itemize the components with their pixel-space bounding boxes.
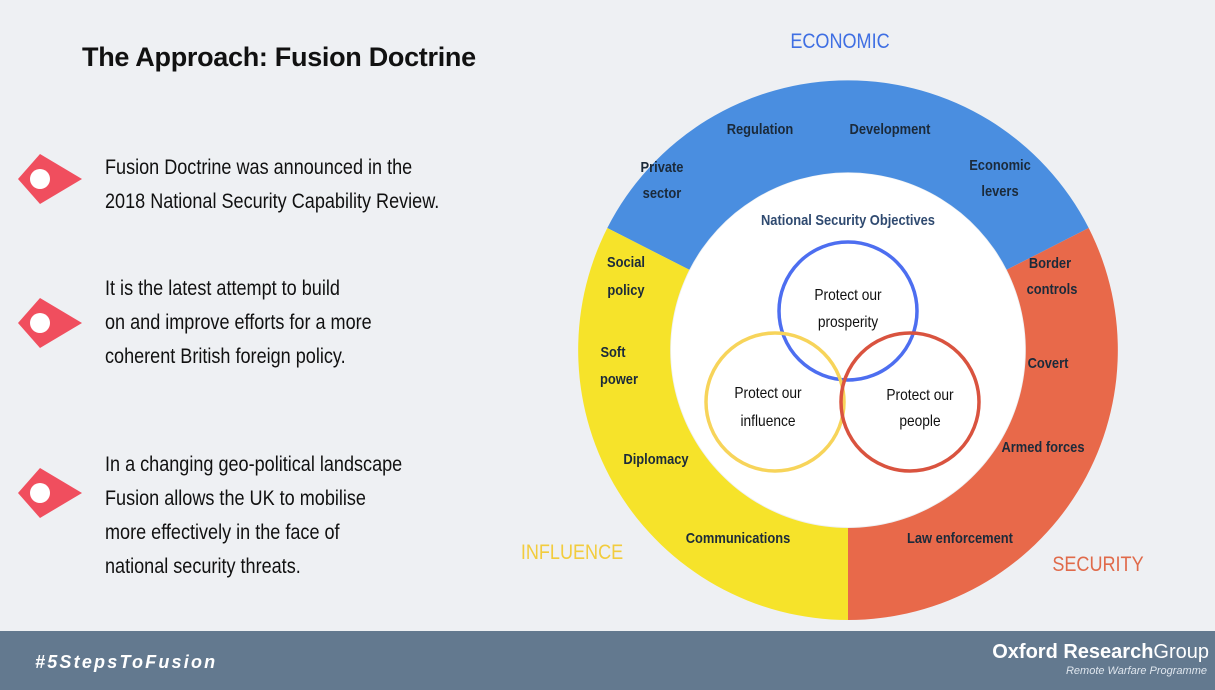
objective-label: prosperity bbox=[818, 313, 879, 331]
fusion-doctrine-diagram: ECONOMIC INFLUENCE SECURITY Private sect… bbox=[521, 30, 1144, 620]
ring-item-label: Covert bbox=[1028, 354, 1069, 371]
objective-circle-influence bbox=[704, 331, 846, 473]
ring-item-label: policy bbox=[607, 281, 644, 298]
objective-label: Protect our bbox=[734, 384, 801, 402]
footer-bar: #5StepsToFusion Oxford ResearchGroup Rem… bbox=[0, 631, 1215, 690]
ring-item-label: sector bbox=[643, 184, 682, 201]
center-title: National Security Objectives bbox=[761, 211, 935, 228]
sector-label-economic: ECONOMIC bbox=[790, 30, 889, 54]
ring-item-label: Armed forces bbox=[1001, 438, 1084, 455]
influence-sector bbox=[578, 228, 848, 620]
bullet-text-line: national security threats. bbox=[105, 555, 301, 578]
ring-item-label: levers bbox=[981, 182, 1018, 199]
objective-circle-prosperity bbox=[777, 240, 919, 382]
org-logo: Oxford ResearchGroup bbox=[992, 641, 1209, 664]
ring-item-label: Border bbox=[1029, 254, 1072, 271]
sector-label-security: SECURITY bbox=[1052, 553, 1143, 577]
bullet-text-line: coherent British foreign policy. bbox=[105, 345, 346, 368]
slide-title: The Approach: Fusion Doctrine bbox=[82, 42, 476, 72]
bullet-text-line: Fusion allows the UK to mobilise bbox=[105, 487, 366, 510]
ring-item-label: power bbox=[600, 370, 638, 387]
bullet-text-line: on and improve efforts for a more bbox=[105, 311, 372, 334]
ring-item-label: Development bbox=[850, 120, 931, 137]
objective-label: influence bbox=[740, 412, 795, 430]
ring-item-label: controls bbox=[1027, 280, 1078, 297]
bullet-point: It is the latest attempt to build on and… bbox=[105, 272, 372, 374]
bullet-point: Fusion Doctrine was announced in the 201… bbox=[105, 151, 439, 219]
org-name-bold: Oxford Research bbox=[992, 641, 1154, 663]
hashtag: #5StepsToFusion bbox=[35, 652, 218, 672]
sector-label-influence: INFLUENCE bbox=[521, 541, 623, 565]
bullet-marker-icon bbox=[18, 154, 82, 204]
objective-label: Protect our bbox=[886, 386, 953, 404]
ring-item-label: Law enforcement bbox=[907, 529, 1013, 546]
ring-item-label: Soft bbox=[600, 343, 625, 360]
ring-item-label: Social bbox=[607, 253, 645, 270]
bullet-text-line: Fusion Doctrine was announced in the bbox=[105, 156, 413, 179]
objective-circle-people bbox=[839, 331, 981, 473]
org-name-regular: Group bbox=[1153, 641, 1209, 663]
bullet-point: In a changing geo-political landscape Fu… bbox=[105, 448, 402, 584]
ring-item-label: Regulation bbox=[727, 120, 794, 137]
ring-item-label: Economic bbox=[969, 156, 1031, 173]
inner-circle bbox=[671, 173, 1025, 527]
bullet-text-line: In a changing geo-political landscape bbox=[105, 453, 403, 476]
bullet-text-line: It is the latest attempt to build bbox=[105, 277, 340, 300]
bullet-text-line: 2018 National Security Capability Review… bbox=[105, 190, 440, 213]
bullet-marker-icon bbox=[18, 298, 82, 348]
objective-label: people bbox=[899, 412, 940, 430]
bullet-marker-icon bbox=[18, 468, 82, 518]
objective-label: Protect our bbox=[814, 286, 881, 304]
security-sector bbox=[848, 228, 1118, 620]
economic-sector bbox=[607, 80, 1089, 270]
ring-item-label: Private bbox=[641, 158, 684, 175]
bullet-text-line: more effectively in the face of bbox=[105, 521, 340, 544]
ring-item-label: Diplomacy bbox=[623, 450, 688, 467]
org-subtitle: Remote Warfare Programme bbox=[1065, 665, 1207, 677]
ring-item-label: Communications bbox=[686, 529, 791, 546]
